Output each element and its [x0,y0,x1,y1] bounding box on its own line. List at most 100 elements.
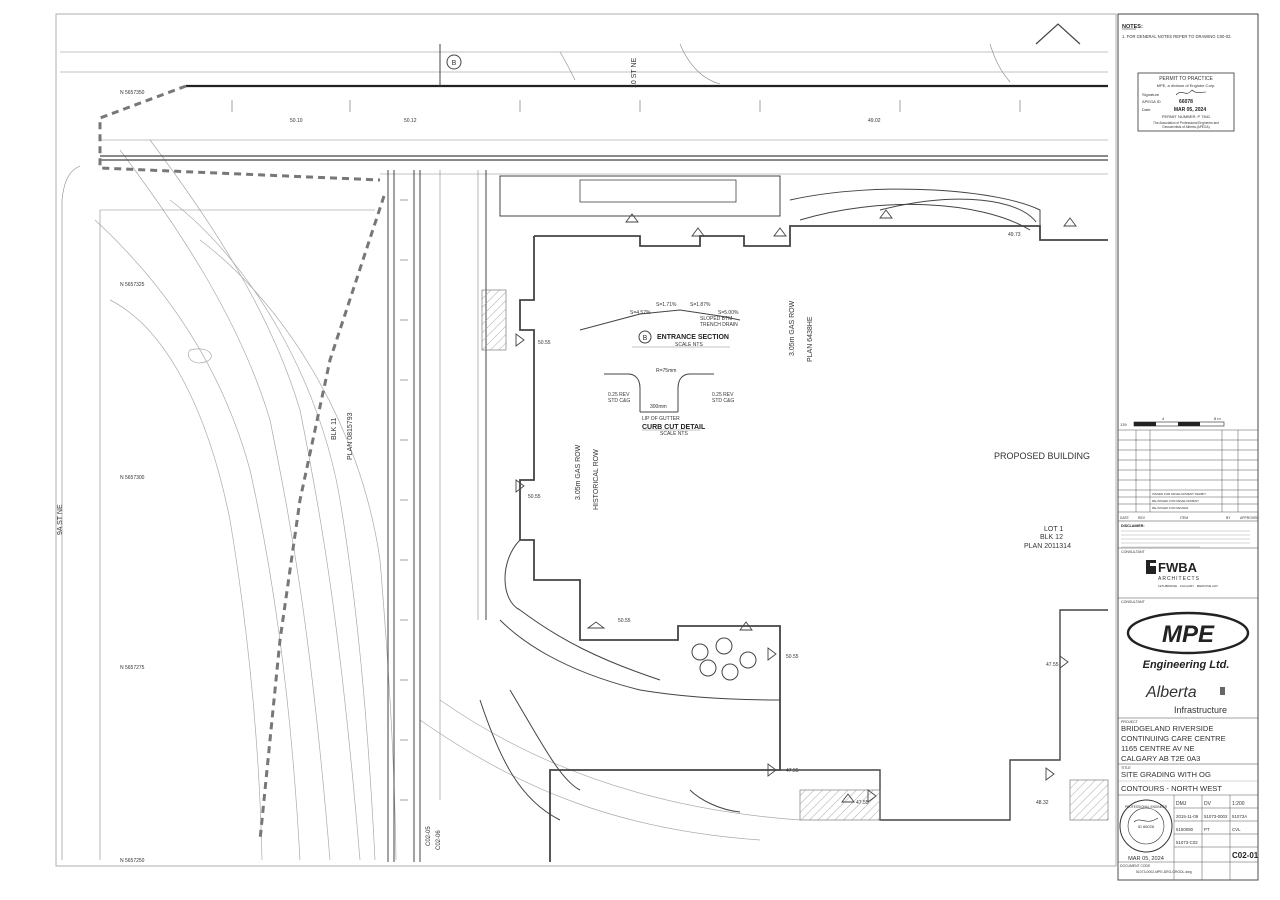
elev-6: 47.55 [856,800,869,806]
elev-9: 50.10 [290,118,303,124]
slope-label-1: S=5.00% [718,310,739,316]
title-line-2: CONTOURS - NORTH WEST [1121,784,1222,793]
curb-cut-title: CURB CUT DETAIL [642,424,706,431]
northing-4: N 5657275 [120,665,145,671]
lip-of-gutter-label: LIP OF GUTTER [642,416,680,422]
section-b-callout: B [446,54,462,70]
fwba-name: FWBA [1158,560,1198,575]
drawing-date: 2015-11-09 [1176,814,1199,819]
elev-2: 50.55 [528,494,541,500]
northing-3: N 5657300 [120,475,145,481]
title-line-1: SITE GRADING WITH OG [1121,770,1211,779]
scale-bar-number: 139 [1120,422,1127,427]
mpe-engineering-text: Engineering Ltd. [1143,659,1230,671]
project-line-4: CALGARY AB T2E 0A3 [1121,754,1200,763]
mpe-logo-text: MPE [1162,621,1215,648]
elev-11: 49.02 [868,118,881,124]
rev-header-rev: REV [1138,516,1146,520]
elev-8: 49.73 [1008,232,1021,238]
lot1-label: LOT 1 [1044,526,1063,533]
dwg-number: 5150080 [1176,827,1194,832]
slope-label-2: S=1.87% [690,302,711,308]
permit-date: MAR 05, 2024 [1174,107,1206,113]
section-b-top-marker: B [452,60,457,67]
vertical-labels: 10 ST NE 9A ST NE BLK 11 PLAN 0815793 3.… [57,57,814,850]
drawing-scale: 1:200 [1232,801,1245,807]
project-line-1: BRIDGELAND RIVERSIDE [1121,724,1213,733]
fwba-cities: LETHBRIDGE · CALGARY · MEDICINE HAT [1158,584,1218,588]
dim-300-label: 300mm [650,404,667,410]
plan-0815793-label: PLAN 0815793 [347,412,354,460]
gas-row-2-label: 3.05m GAS ROW [789,300,796,356]
entrance-section-scale: SCALE NTS [675,342,703,348]
section-b-marker: B [643,335,648,342]
permit-stamp: PERMIT TO PRACTICE MPE, a division of En… [1137,72,1235,132]
elev-12: 48.32 [1036,800,1049,806]
file-type: PT [1204,827,1210,832]
road-lines [60,43,1108,175]
disclaimer-heading: DISCLAIMER: [1121,524,1145,528]
og-contours [94,139,801,861]
street-9ast-label: 9A ST NE [57,504,64,535]
permit-number: PERMIT NUMBER: P 7841 [1162,114,1211,119]
northing-1: N 5657350 [120,90,145,96]
fwba-logo: FWBA ARCHITECTS LETHBRIDGE · CALGARY · M… [1146,560,1218,588]
mpe-logo: MPE Engineering Ltd. [1126,611,1250,671]
permit-company: MPE, a division of Englobe Corp. [1157,83,1216,88]
seal-id: ID 66026 [1138,824,1155,829]
grade-markers [515,209,1077,803]
project-line-2: CONTINUING CARE CENTRE [1121,734,1226,743]
alberta-text: Alberta [1145,684,1197,701]
permit-title: PERMIT TO PRACTICE [1159,76,1213,82]
gas-row-1-label: 3.05m GAS ROW [575,444,582,500]
elevation-labels: 50.55 50.55 50.55 50.55 47.55 47.55 47.5… [290,118,1059,806]
title-label: TITLE [1121,766,1131,770]
infrastructure-text: Infrastructure [1174,705,1227,715]
northing-2: N 5657325 [120,282,145,288]
revision-3: RE-ISSUED FOR REVIEW [1152,506,1188,510]
blk11-label: BLK 11 [331,417,338,440]
notes-heading: NOTES: [1122,24,1143,30]
rev-std-left-2: STD C&G [608,398,630,404]
signature-icon [1175,89,1207,96]
curb-cut-detail: R=75mm 0.25 REV STD C&G 0.25 REV STD C&G… [604,368,734,437]
plan-2011314-label: PLAN 2011314 [1024,543,1071,550]
elev-10: 50.12 [404,118,417,124]
rev-header-approved: APPROVED [1240,516,1259,520]
north-arrow-icon [1035,23,1081,45]
grading-ticks [231,100,1021,801]
elev-4: 50.55 [786,654,799,660]
consultant-label-1: CONSULTANT [1121,550,1146,554]
info-grid [1117,794,1259,881]
title-block: NOTES: 1. FOR GENERAL NOTES REFER TO DRA… [1117,13,1259,881]
engineer-seal: PROFESSIONAL ENGINEER ID 66026 MAR 05, 2… [1119,799,1173,862]
permit-assoc-2: Geoscientists of Alberta (APEGA) [1162,125,1209,129]
slope-label-3: S=4.57% [630,310,651,316]
revision-1: ISSUED FOR DEVELOPMENT PERMIT [1152,492,1206,496]
entrance-section-detail: B ENTRANCE SECTION SCALE NTS SLOPED BTM … [579,302,741,348]
sheet-ref: 51073-C02 [1176,840,1198,845]
contract-number: 51073A [1232,814,1247,819]
scale-bar-8: 8 m [1214,416,1221,421]
slope-label-4: S=1.71% [656,302,677,308]
elev-5: 47.55 [786,768,799,774]
permit-signature-label: Signature [1142,92,1160,97]
curved-walkway [479,539,781,821]
northing-5: N 5657250 [120,858,145,864]
rev-header-by: BY [1226,516,1231,520]
elev-3: 50.55 [618,618,631,624]
elev-1: 50.55 [538,340,551,346]
project-label: PROJECT [1121,720,1139,724]
permit-date-label: Date [1142,107,1151,112]
sheet-number: C02-01 [1232,851,1259,860]
disclaimer-text-lines [1121,530,1250,548]
scale-bar-4: 4 [1162,416,1165,421]
permit-apega-label: APEGA ID [1142,99,1161,104]
patio-trees [691,637,757,681]
consultant-label-2: CONSULTANT [1121,600,1146,604]
curb-cut-scale: SCALE NTS [660,431,688,437]
blk12-label: BLK 12 [1040,534,1063,541]
sheet-ref-c0206: C02-06 [436,830,442,850]
rev-std-left-1: 0.25 REV [608,392,630,398]
